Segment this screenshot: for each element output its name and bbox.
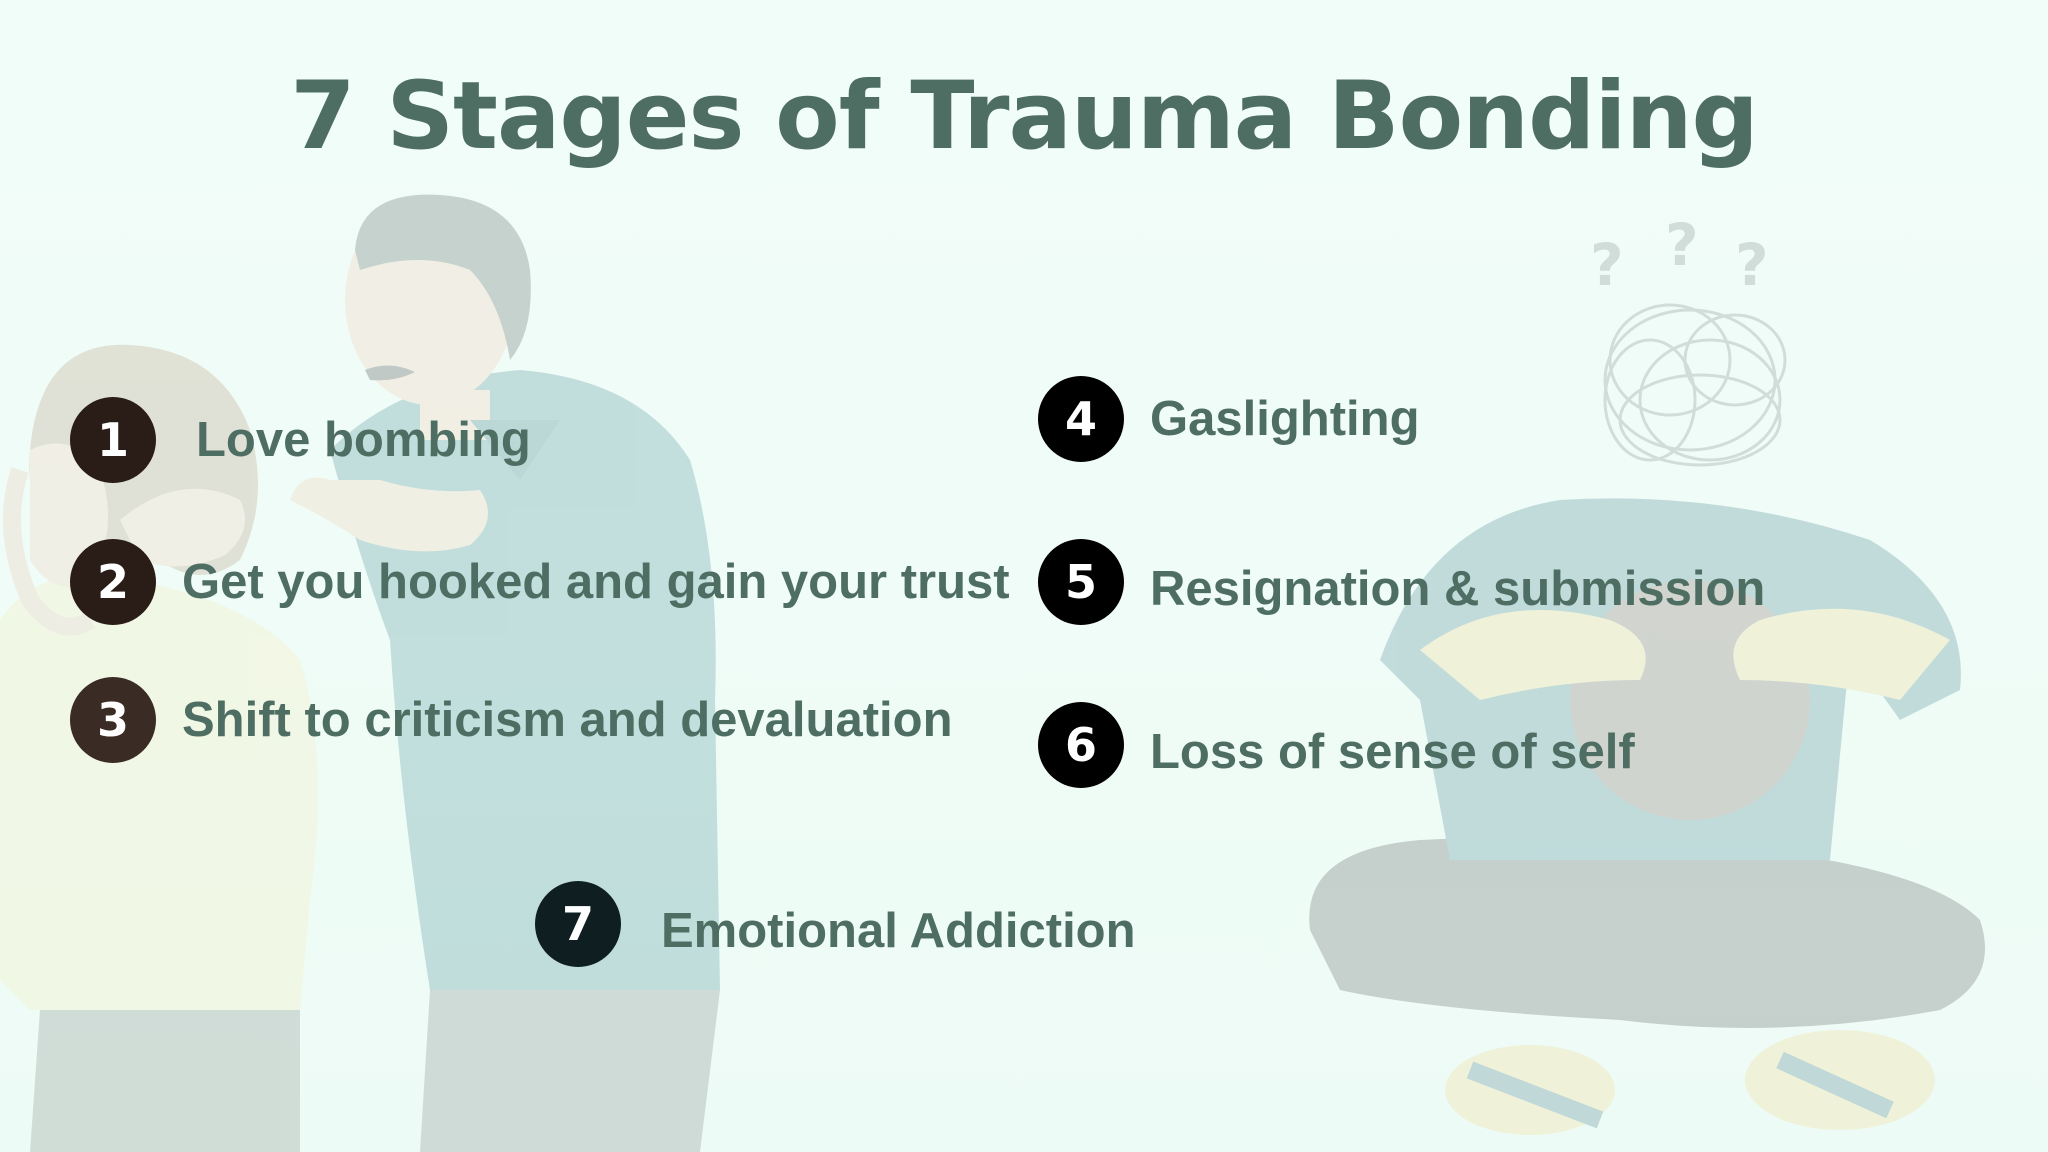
stage-number-badge: 6 — [1038, 702, 1124, 788]
svg-text:?: ? — [1590, 231, 1624, 299]
stage-item-6: 6 Loss of sense of self — [1038, 701, 1635, 789]
stage-item-2: 2 Get you hooked and gain your trust — [70, 538, 1010, 626]
stage-item-3: 3 Shift to criticism and devaluation — [70, 676, 953, 764]
page-title: 7 Stages of Trauma Bonding — [290, 62, 1759, 171]
stage-label: Loss of sense of self — [1150, 725, 1635, 779]
stage-number-badge: 3 — [70, 677, 156, 763]
stage-number-badge: 1 — [70, 397, 156, 483]
stage-label: Get you hooked and gain your trust — [182, 555, 1010, 609]
svg-text:?: ? — [1665, 211, 1699, 279]
stage-number-badge: 5 — [1038, 539, 1124, 625]
stage-item-5: 5 Resignation & submission — [1038, 538, 1765, 626]
stage-item-4: 4 Gaslighting — [1038, 375, 1420, 463]
stage-item-7: 7 Emotional Addiction — [535, 880, 1136, 968]
stage-item-1: 1 Love bombing — [70, 396, 531, 484]
distressed-woman-illustration — [0, 344, 318, 1152]
stage-label: Resignation & submission — [1150, 562, 1766, 616]
stage-label: Emotional Addiction — [661, 904, 1136, 958]
stage-number-badge: 2 — [70, 539, 156, 625]
angry-man-illustration — [290, 194, 720, 1152]
sitting-person-illustration: ? ? ? — [1309, 211, 1985, 1135]
stage-label: Shift to criticism and devaluation — [182, 693, 953, 747]
stage-label: Gaslighting — [1150, 392, 1420, 446]
stage-number-badge: 4 — [1038, 376, 1124, 462]
stage-label: Love bombing — [196, 413, 531, 467]
svg-text:?: ? — [1735, 231, 1769, 299]
stage-number-badge: 7 — [535, 881, 621, 967]
